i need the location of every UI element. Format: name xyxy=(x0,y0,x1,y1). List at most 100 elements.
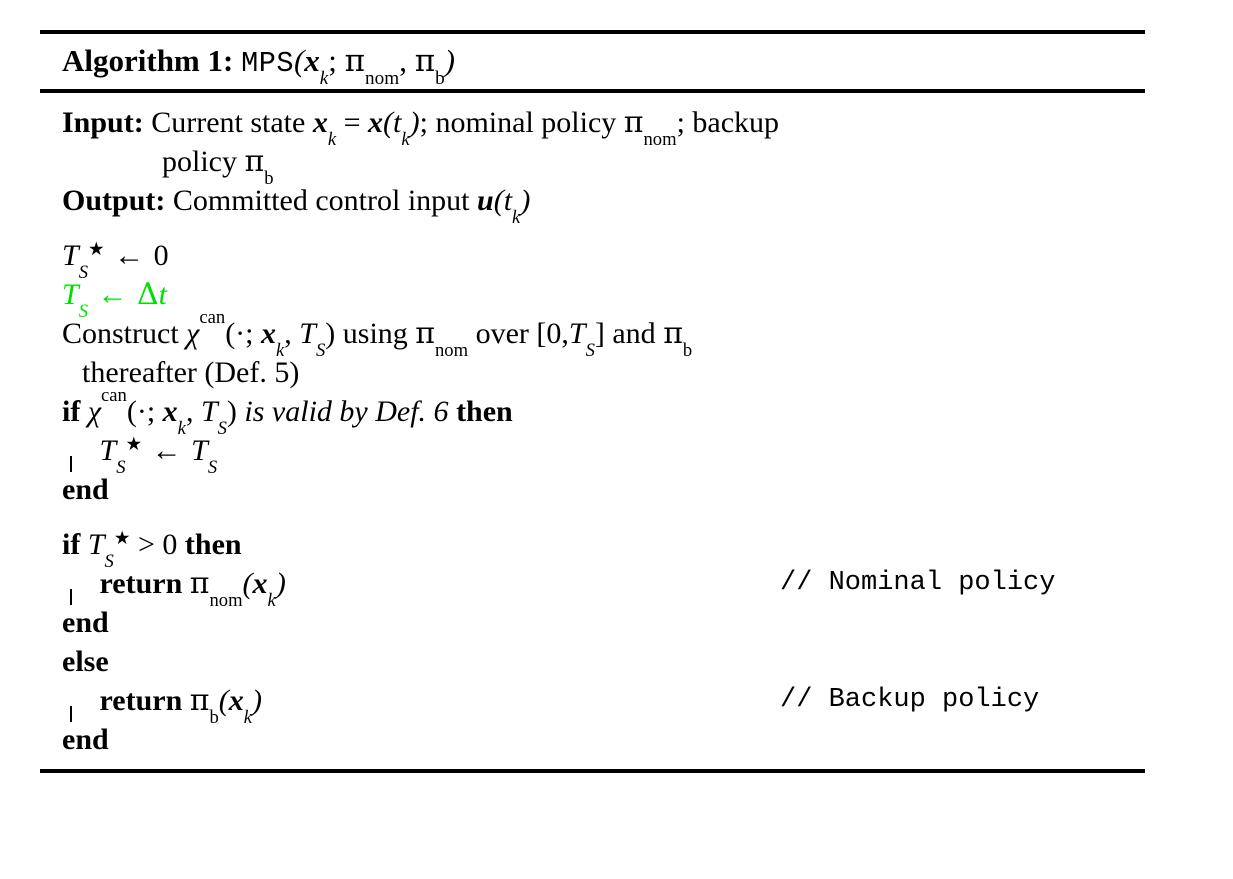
line-return-backup: return πb(xk) // Backup policy xyxy=(40,681,1145,726)
assign-ts-symbol: T xyxy=(191,434,208,468)
if-chi-symbol: χ xyxy=(87,395,102,429)
construct-pi-b-sub: b xyxy=(682,339,693,361)
comment-nominal-policy: // Nominal policy xyxy=(780,568,1056,599)
caption-paren-close: ) xyxy=(444,43,455,78)
construct-comma: , xyxy=(284,317,292,351)
if-keyword-tstar: if xyxy=(62,528,81,562)
ts-symbol: T xyxy=(62,278,79,312)
input-time-subscript: k xyxy=(401,128,410,150)
output-paren-close: ) xyxy=(520,184,531,218)
algorithm-block: Algorithm 1: MPS(xk; πnom, πb) Input: Cu… xyxy=(40,30,1145,774)
input-pi-nom-subscript: nom xyxy=(643,128,677,150)
tstar-subscript: S xyxy=(78,261,88,283)
line-else: else xyxy=(40,642,1145,681)
assign-tstar-star: ★ xyxy=(125,434,143,456)
return-keyword-nominal: return xyxy=(99,567,183,601)
construct-open-args: (·; xyxy=(225,317,254,351)
input-wrap-pi-b-subscript: b xyxy=(264,167,274,189)
return-nominal-paren-close: ) xyxy=(275,567,286,601)
caption-arg-pi-b: π xyxy=(414,43,436,79)
return-backup-state: x xyxy=(228,684,244,718)
construct-interval-ts: T xyxy=(568,317,586,351)
construct-pi-nom-sub: nom xyxy=(435,339,469,361)
assign-arrow-icon-2: ← xyxy=(151,434,182,468)
output-paren-open: ( xyxy=(493,184,504,218)
construct-pi-nom: π xyxy=(415,316,435,352)
input-state-subscript: k xyxy=(327,128,337,150)
construct-state-sub: k xyxy=(276,339,285,361)
line-end-3: end xyxy=(40,720,1145,759)
chi-symbol: χ xyxy=(186,317,200,351)
if-ts: T xyxy=(200,395,218,429)
input-paren-open: ( xyxy=(383,106,394,140)
spacer-before-second-if xyxy=(40,509,1145,525)
algorithm-top-rule xyxy=(40,30,1145,34)
if-state-sub: k xyxy=(177,417,186,439)
input-wrap-pi-b: π xyxy=(244,144,265,180)
return-keyword-backup: return xyxy=(99,684,183,718)
return-nominal-state-sub: k xyxy=(267,589,276,611)
algorithm-caption: Algorithm 1: MPS(xk; πnom, πb) xyxy=(40,34,1145,89)
line-init-tstar: TS★ ← 0 xyxy=(40,236,1145,281)
caption-paren-open: ( xyxy=(293,43,305,78)
input-pi-nom: π xyxy=(623,105,644,141)
input-state-symbol: x xyxy=(312,106,328,140)
line-return-nominal: return πnom(xk) // Nominal policy xyxy=(40,564,1145,609)
line-if-tstar-positive: if TS★ > 0 then xyxy=(40,525,1145,570)
input-paren-close: ) xyxy=(409,106,420,140)
assign-tstar-subscript: S xyxy=(116,456,126,478)
end-keyword-1: end xyxy=(62,473,109,507)
then-keyword-valid: then xyxy=(456,395,513,429)
if-close-args: ) xyxy=(226,395,237,429)
line-end-2: end xyxy=(40,603,1145,642)
if-chi-superscript-can: can xyxy=(101,384,127,406)
ts-subscript: S xyxy=(78,300,88,322)
return-pi-b-subscript: b xyxy=(209,706,219,728)
line-construct: Construct χcan(·; xk, TS) using πnom ove… xyxy=(40,308,1145,359)
if-tstar-symbol: T xyxy=(87,528,105,562)
return-backup-state-sub: k xyxy=(243,706,253,728)
construct-ts: T xyxy=(299,317,316,351)
assign-arrow-icon: ← xyxy=(114,239,145,273)
spacer-after-io xyxy=(40,220,1145,236)
return-backup-paren-open: ( xyxy=(218,684,229,718)
assign-tstar-symbol: T xyxy=(99,434,117,468)
delta-symbol: Δ xyxy=(136,277,159,313)
then-keyword-tstar: then xyxy=(184,528,242,562)
caption-arg-pi-nom: π xyxy=(344,43,366,79)
if-compare-operator: > xyxy=(137,528,155,562)
construct-close-args: ) xyxy=(325,317,336,351)
caption-arg-pi-b-sub: b xyxy=(435,67,445,89)
if-tstar-subscript: S xyxy=(104,550,114,572)
algorithm-bottom-rule xyxy=(40,769,1145,774)
caption-arg-state: x xyxy=(304,43,320,78)
tstar-symbol: T xyxy=(62,239,79,273)
construct-text-c: over xyxy=(475,317,529,351)
end-keyword-2: end xyxy=(62,606,109,640)
else-keyword: else xyxy=(62,645,109,679)
return-pi-nom-subscript: nom xyxy=(209,589,243,611)
input-line: Input: Current state xk = x(tk); nominal… xyxy=(40,103,1145,148)
line-end-1: end xyxy=(40,470,1145,509)
tstar-superscript-star: ★ xyxy=(87,239,105,261)
if-open-args: (·; xyxy=(126,395,156,429)
assign-arrow-icon-green: ← xyxy=(97,278,128,312)
construct-interval-open: [0, xyxy=(536,317,569,351)
if-condition-text: is valid by Def. 6 xyxy=(244,395,449,429)
construct-ts-sub: S xyxy=(315,339,326,361)
if-ts-sub: S xyxy=(217,417,227,439)
if-tstar-star: ★ xyxy=(113,528,131,550)
tstar-init-value: 0 xyxy=(153,239,169,273)
caption-arg-state-sub: k xyxy=(319,67,329,89)
construct-state: x xyxy=(261,317,277,351)
algorithm-caption-rule xyxy=(40,89,1145,94)
end-keyword-3: end xyxy=(62,723,109,757)
construct-interval-ts-sub: S xyxy=(585,339,595,361)
if-compare-value: 0 xyxy=(162,528,178,562)
input-equals: = xyxy=(343,106,361,140)
algorithm-procedure-name: MPS xyxy=(241,47,294,80)
output-u-symbol: u xyxy=(477,184,494,218)
comment-backup-policy: // Backup policy xyxy=(780,685,1040,716)
return-pi-b: π xyxy=(189,683,210,719)
assign-ts-subscript: S xyxy=(207,456,218,478)
